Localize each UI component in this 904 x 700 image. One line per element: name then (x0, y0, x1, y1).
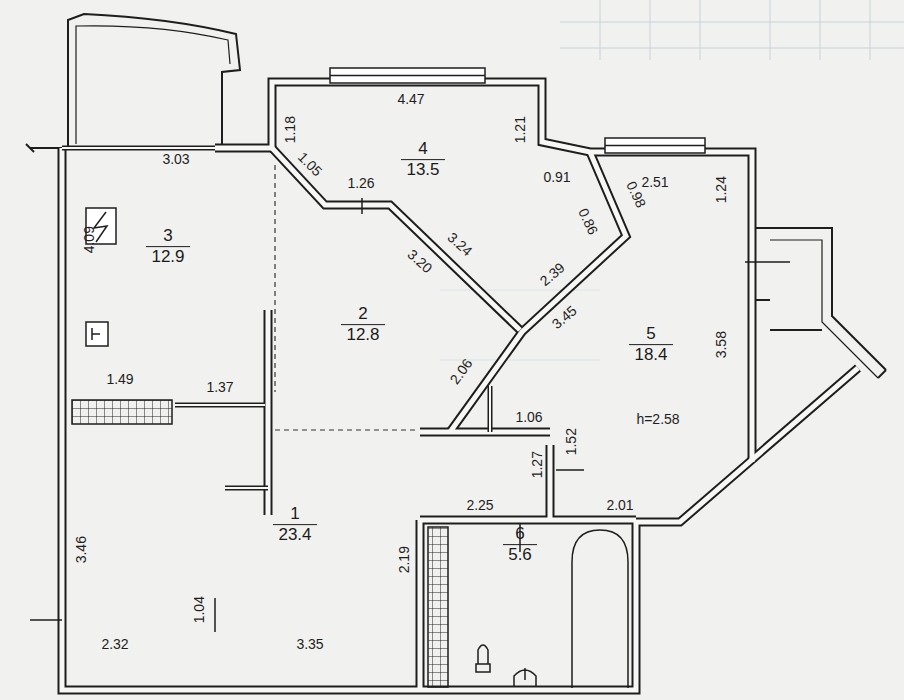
room-label: 312.9 (146, 226, 190, 268)
door-mark (215, 198, 790, 632)
toilet-symbol (476, 645, 490, 672)
dimension-label: 3.03 (162, 152, 189, 167)
room-area: 5.6 (503, 546, 537, 566)
right-balcony (752, 228, 886, 378)
dimension-label: 1.49 (106, 372, 133, 387)
dimension-label: 2.19 (397, 546, 412, 573)
room-label: 123.4 (273, 504, 317, 546)
room-number: 2 (341, 304, 385, 325)
dimension-label: 3.24 (445, 230, 476, 260)
dimension-label: 3.46 (74, 536, 89, 563)
sink-symbol (86, 322, 108, 346)
dimension-label: 1.24 (714, 176, 729, 203)
dimension-label: 1.18 (283, 116, 298, 143)
dimension-label: 2.51 (641, 175, 668, 190)
dimension-label: 1.52 (564, 428, 579, 455)
room-number: 5 (629, 324, 673, 345)
dimension-label: 1.04 (192, 596, 207, 623)
dimension-label: 2.06 (448, 356, 476, 387)
dimension-label: 2.25 (466, 498, 493, 513)
left-balcony (26, 14, 240, 152)
room-number: 3 (146, 226, 190, 247)
dimension-label: 2.01 (606, 498, 633, 513)
window-symbol (30, 68, 705, 620)
dimension-label: 4.09 (82, 226, 97, 253)
thin-wall-outline (62, 148, 490, 488)
dimension-label: 3.58 (714, 331, 729, 358)
dimension-label: h=2.58 (636, 412, 679, 427)
wall-fill (62, 82, 858, 690)
bathtub-symbol (572, 530, 628, 688)
dimension-label: 2.39 (538, 260, 569, 289)
room-area: 13.5 (401, 161, 445, 181)
tiled-block (72, 400, 172, 424)
dimension-label: 1.27 (530, 451, 545, 478)
thin-wall-fill (62, 148, 490, 488)
dimension-label: 3.45 (550, 303, 581, 332)
dimension-label: 0.91 (543, 170, 570, 185)
room-label: 212.8 (341, 304, 385, 346)
dimension-label: 1.06 (515, 410, 542, 425)
room-label: 65.6 (503, 524, 537, 566)
room-label: 518.4 (629, 324, 673, 366)
tiled-wall (428, 527, 448, 687)
room-number: 1 (273, 504, 317, 525)
dimension-label: 1.21 (513, 116, 528, 143)
room-label: 413.5 (401, 139, 445, 181)
dimension-label: 2.32 (101, 637, 128, 652)
dimension-label: 4.47 (397, 92, 424, 107)
washbasin-symbol (514, 668, 536, 686)
dimension-label: 0.86 (575, 206, 600, 237)
room-area: 12.8 (341, 326, 385, 346)
dimension-label: 3.35 (296, 637, 323, 652)
zone-dashed-line (275, 165, 418, 430)
wall-outline (62, 82, 858, 690)
room-area: 12.9 (146, 248, 190, 268)
room-number: 4 (401, 139, 445, 160)
dimension-label: 3.20 (405, 247, 436, 277)
dimension-label: 1.26 (347, 176, 374, 191)
dimension-label: 1.37 (206, 380, 233, 395)
room-number: 6 (503, 524, 537, 545)
room-area: 18.4 (629, 346, 673, 366)
room-area: 23.4 (273, 526, 317, 546)
faint-table-grid (440, 0, 904, 360)
dimension-label: 1.05 (295, 150, 325, 180)
